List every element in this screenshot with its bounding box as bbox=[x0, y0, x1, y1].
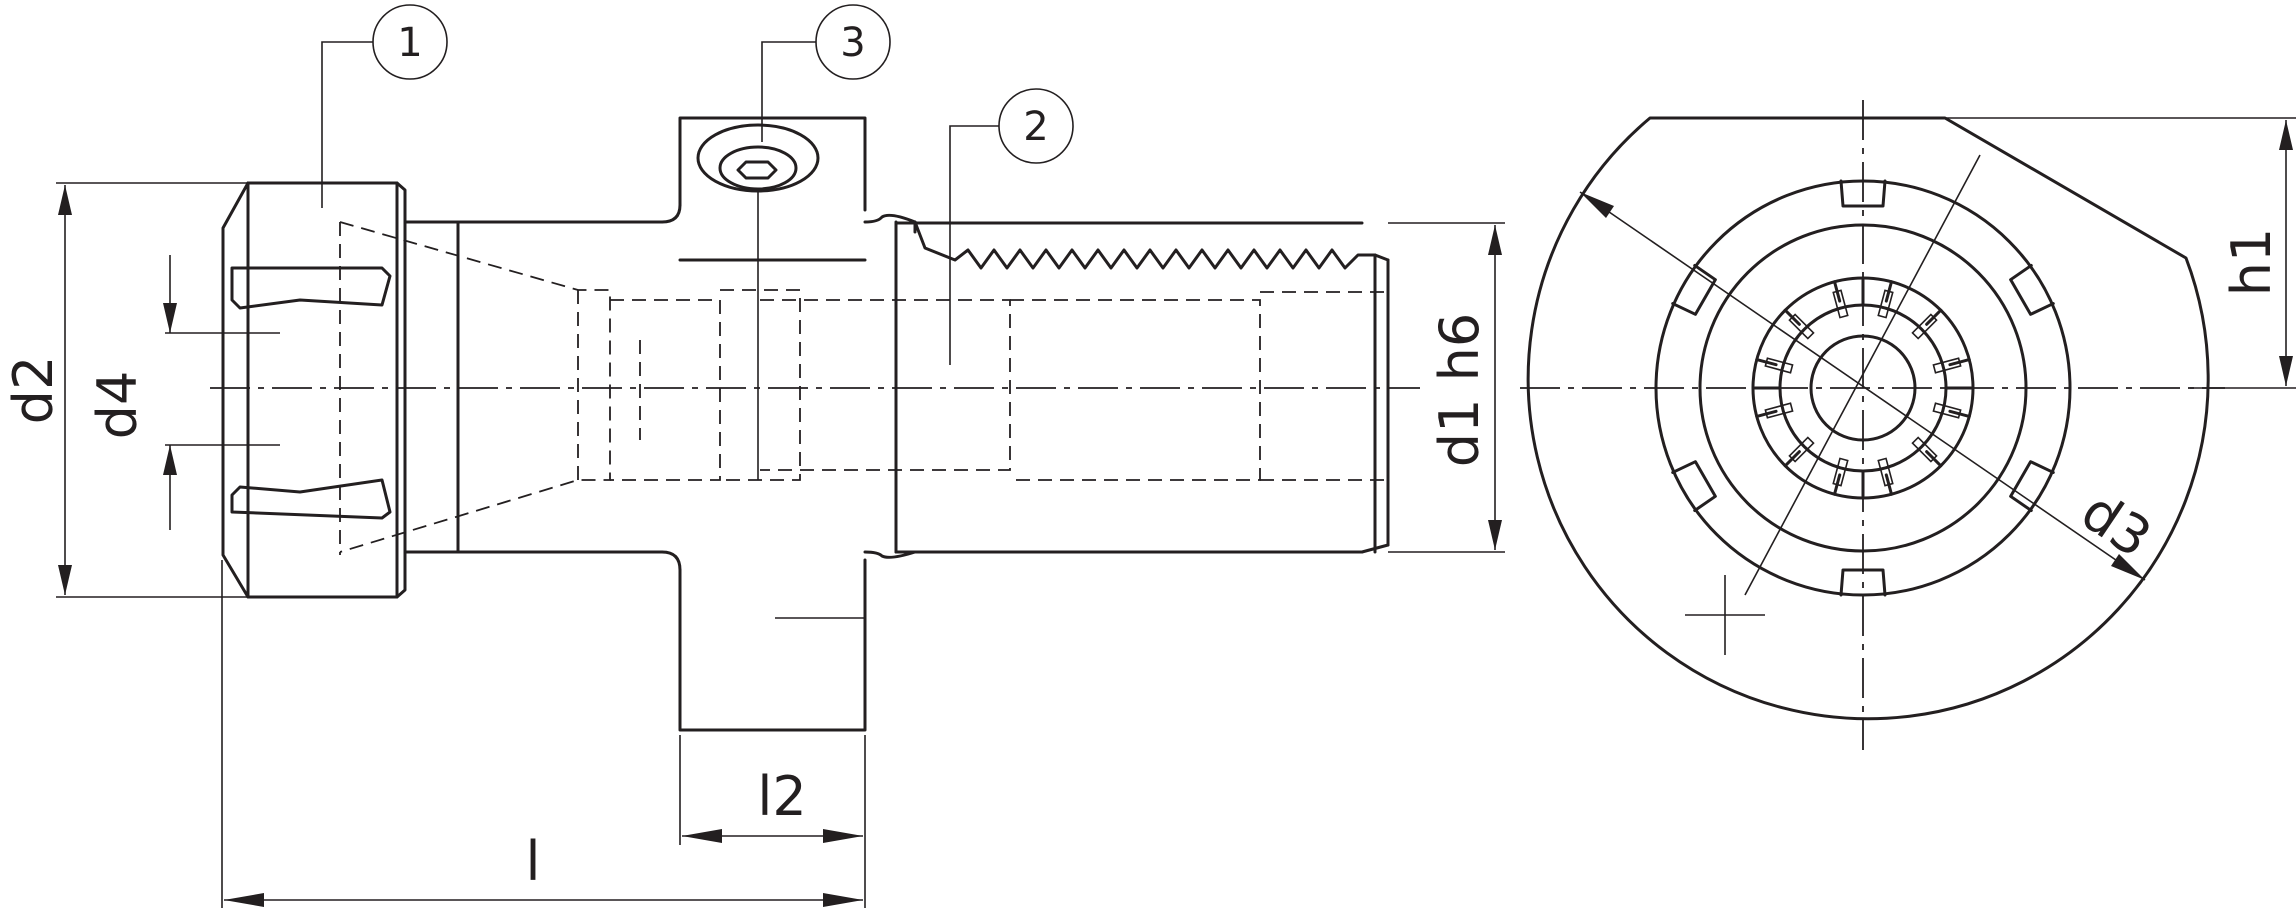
dim-h1-label: h1 bbox=[2220, 228, 2283, 297]
dim-d2-label: d2 bbox=[2, 356, 65, 425]
dimensions-side: d2 d4 d1 h6 l2 l bbox=[2, 182, 1505, 908]
callout-2-label: 2 bbox=[1023, 104, 1048, 150]
callout-3: 3 bbox=[761, 4, 891, 142]
collet-slot bbox=[1755, 402, 1794, 419]
dim-d3-label: d3 bbox=[2070, 479, 2162, 570]
ring-notch bbox=[1671, 460, 1717, 513]
flange-block bbox=[678, 116, 867, 732]
dim-l-label: l bbox=[525, 830, 540, 893]
dim-l2-label: l2 bbox=[757, 765, 806, 828]
collet-slot bbox=[1932, 357, 1971, 374]
ring-notch bbox=[2009, 460, 2055, 513]
collet-slot bbox=[1932, 402, 1971, 419]
callout-2: 2 bbox=[949, 88, 1074, 365]
collet-slot bbox=[1832, 280, 1849, 319]
collet-slot bbox=[1783, 436, 1815, 468]
collet-slot bbox=[1911, 436, 1943, 468]
shank bbox=[863, 213, 1390, 559]
collet-slot bbox=[1783, 308, 1815, 340]
ring-notch bbox=[1839, 179, 1887, 208]
collet-slot bbox=[1877, 280, 1894, 319]
collet-slot bbox=[1877, 457, 1894, 496]
callout-1: 1 bbox=[321, 4, 448, 208]
dim-d4-label: d4 bbox=[86, 371, 149, 440]
collet-slot bbox=[1832, 457, 1849, 496]
collet-slot bbox=[1755, 357, 1794, 374]
ring-notch bbox=[1671, 263, 1717, 316]
collet-slot bbox=[1911, 308, 1943, 340]
end-view: d3 h1 bbox=[1520, 100, 2296, 750]
collet-nut bbox=[221, 181, 407, 599]
ring-notch bbox=[2009, 263, 2055, 316]
end-view-outline bbox=[1526, 116, 2210, 721]
neck bbox=[403, 203, 682, 572]
callout-3-label: 3 bbox=[840, 20, 865, 66]
callout-1-label: 1 bbox=[397, 20, 422, 66]
callouts: 1 3 2 bbox=[321, 4, 1074, 365]
hidden-bore bbox=[339, 221, 1385, 555]
side-view bbox=[210, 116, 1420, 732]
dim-d1-label: d1 h6 bbox=[1428, 313, 1491, 467]
